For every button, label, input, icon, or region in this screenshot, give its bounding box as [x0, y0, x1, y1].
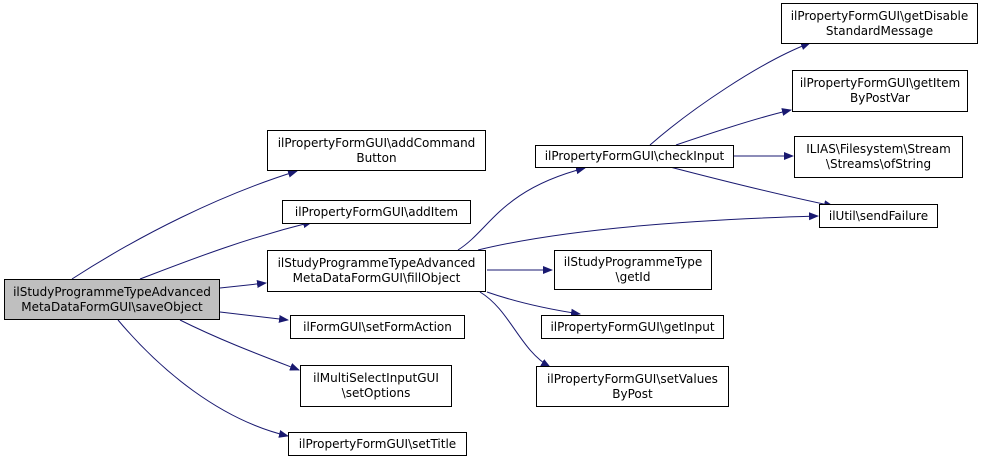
- node-set-values-by-post[interactable]: ilPropertyFormGUI\setValues ByPost: [536, 366, 729, 407]
- edge-fillObject-setValuesByPost: [479, 291, 551, 368]
- node-set-options[interactable]: ilMultiSelectInputGUI \setOptions: [300, 365, 452, 407]
- edge-saveObject-setOptions: [179, 319, 300, 371]
- node-save-object[interactable]: ilStudyProgrammeTypeAdvanced MetaDataFor…: [4, 279, 220, 320]
- node-check-input[interactable]: ilPropertyFormGUI\checkInput: [535, 145, 734, 168]
- edge-saveObject-setTitle: [117, 319, 289, 438]
- node-send-failure[interactable]: ilUtil\sendFailure: [819, 204, 938, 228]
- edge-checkInput-getItemByPostVar: [675, 108, 792, 146]
- node-get-id[interactable]: ilStudyProgrammeType \getId: [554, 250, 712, 290]
- node-get-disable-standard-message[interactable]: ilPropertyFormGUI\getDisable StandardMes…: [781, 3, 978, 44]
- node-set-form-action[interactable]: ilFormGUI\setFormAction: [290, 315, 465, 339]
- edge-fillObject-getInput: [486, 291, 581, 317]
- node-set-title[interactable]: ilPropertyFormGUI\setTitle: [288, 432, 467, 456]
- node-add-command-button[interactable]: ilPropertyFormGUI\addCommand Button: [267, 130, 486, 171]
- edge-saveObject-fillObject: [219, 279, 267, 289]
- node-get-input[interactable]: ilPropertyFormGUI\getInput: [541, 315, 724, 339]
- edge-checkInput-getDisableStandardMessage: [649, 42, 811, 146]
- node-fill-object[interactable]: ilStudyProgrammeTypeAdvanced MetaDataFor…: [267, 250, 486, 292]
- node-streams-of-string[interactable]: ILIAS\Filesystem\Stream \Streams\ofStrin…: [794, 136, 963, 178]
- edge-fillObject-sendFailure: [477, 212, 819, 251]
- edge-saveObject-addItem: [139, 220, 313, 280]
- node-get-item-by-post-var[interactable]: ilPropertyFormGUI\getItem ByPostVar: [792, 70, 968, 112]
- edge-checkInput-sendFailure: [669, 166, 834, 209]
- edge-saveObject-setFormAction: [219, 311, 289, 323]
- edge-saveObject-addCommandButton: [71, 169, 298, 280]
- edge-fillObject-checkInput: [457, 166, 586, 251]
- node-add-item[interactable]: ilPropertyFormGUI\addItem: [282, 200, 471, 224]
